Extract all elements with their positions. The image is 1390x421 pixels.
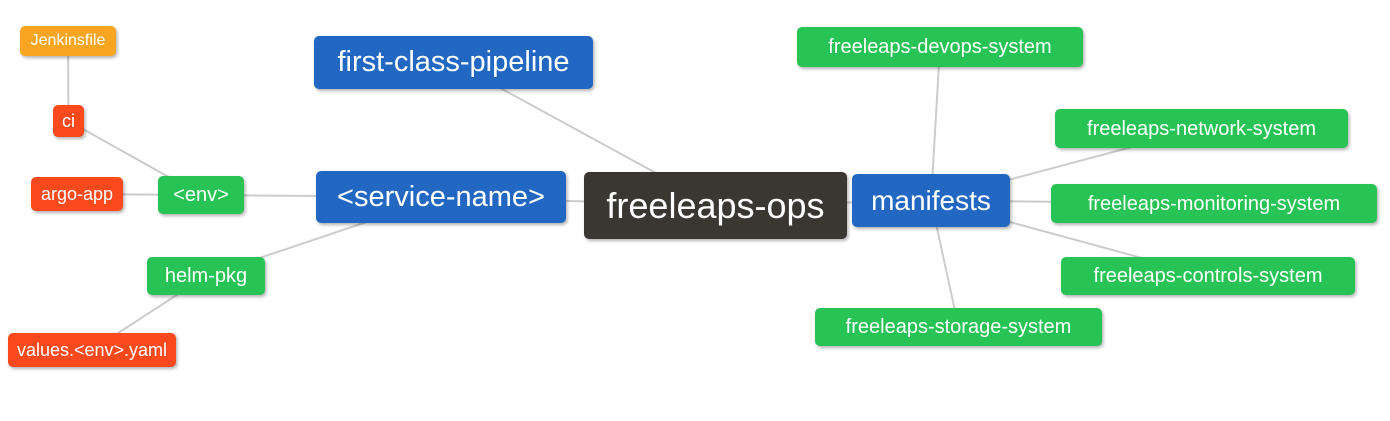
mindmap-node-env[interactable]: <env> <box>158 176 244 214</box>
mindmap-node-first-class-pipeline[interactable]: first-class-pipeline <box>314 36 593 89</box>
mindmap-node-freeleaps-monitoring-system[interactable]: freeleaps-monitoring-system <box>1051 184 1377 223</box>
mindmap-node-freeleaps-network-system[interactable]: freeleaps-network-system <box>1055 109 1348 148</box>
mindmap-node-freeleaps-storage-system[interactable]: freeleaps-storage-system <box>815 308 1102 346</box>
mindmap-node-freeleaps-ops[interactable]: freeleaps-ops <box>584 172 847 239</box>
mindmap-node-helm-pkg[interactable]: helm-pkg <box>147 257 265 295</box>
mindmap-node-manifests[interactable]: manifests <box>852 174 1010 227</box>
mindmap-node-freeleaps-controls-system[interactable]: freeleaps-controls-system <box>1061 257 1355 295</box>
mindmap-node-service-name[interactable]: <service-name> <box>316 171 566 223</box>
mindmap-node-jenkinsfile[interactable]: Jenkinsfile <box>20 26 116 56</box>
mindmap-node-freeleaps-devops-system[interactable]: freeleaps-devops-system <box>797 27 1083 67</box>
mindmap-node-ci[interactable]: ci <box>53 105 84 137</box>
mindmap-node-argo-app[interactable]: argo-app <box>31 177 123 211</box>
mindmap-node-values-env-yaml[interactable]: values.<env>.yaml <box>8 333 176 367</box>
